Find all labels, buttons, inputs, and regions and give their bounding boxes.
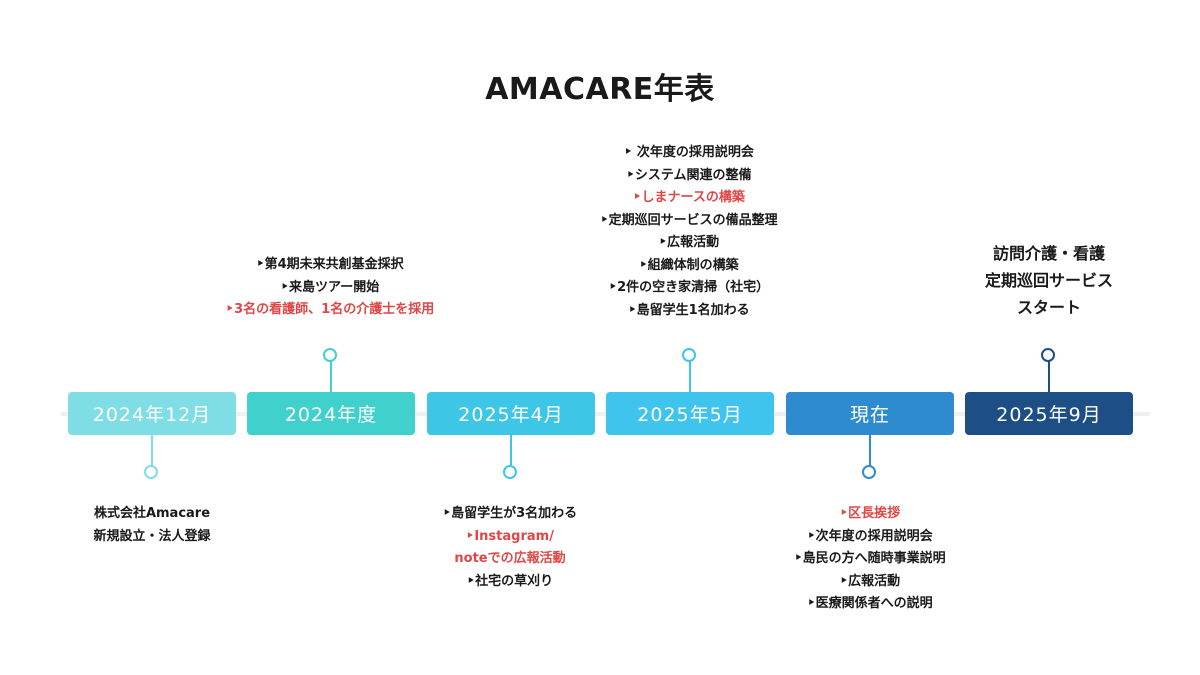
note-line: ‣第4期未来共創基金採択 bbox=[256, 257, 404, 272]
note-2025-09: 訪問介護・看護 定期巡回サービス スタート bbox=[909, 240, 1189, 321]
connector-2025-05 bbox=[689, 361, 691, 392]
note-line: ‣来島ツアー開始 bbox=[280, 279, 380, 295]
period-2025-04: 2025年4月 bbox=[427, 392, 595, 435]
note-2024-12: 株式会社Amacare 新規設立・法人登録 bbox=[12, 503, 292, 548]
note-line: スタート bbox=[1016, 298, 1081, 317]
note-line: ‣システム関連の整備 bbox=[626, 167, 752, 183]
note-line: 株式会社Amacare bbox=[93, 506, 211, 521]
note-line: ‣ 次年度の採用説明会 bbox=[624, 145, 754, 160]
marker-2025-09 bbox=[1041, 348, 1055, 362]
note-line: ‣島留学生1名加わる bbox=[628, 302, 750, 318]
connector-2024-12 bbox=[151, 435, 153, 466]
note-line: ‣組織体制の構築 bbox=[639, 257, 739, 273]
note-now: ‣区長挨拶 ‣次年度の採用説明会 ‣島民の方へ随時事業説明 ‣広報活動 ‣医療関… bbox=[730, 503, 1010, 616]
period-now: 現在 bbox=[786, 392, 954, 435]
note-line: ‣広報活動 bbox=[658, 235, 720, 250]
note-line: ‣社宅の草刈り bbox=[466, 573, 554, 589]
note-2025-05: ‣ 次年度の採用説明会 ‣システム関連の整備 ‣しまナースの構築 ‣定期巡回サー… bbox=[549, 142, 829, 322]
note-line: ‣次年度の採用説明会 bbox=[807, 528, 933, 544]
connector-2025-09 bbox=[1048, 361, 1050, 392]
timeline-axis bbox=[60, 412, 1150, 416]
marker-2024-12 bbox=[144, 465, 158, 479]
note-line: 訪問介護・看護 bbox=[992, 244, 1105, 263]
period-2025-09: 2025年9月 bbox=[965, 392, 1133, 435]
note-line: ‣島留学生が3名加わる bbox=[442, 506, 578, 521]
note-line-highlight: ‣3名の看護師、1名の介護士を採用 bbox=[225, 302, 435, 317]
connector-2024-fiscal bbox=[330, 361, 332, 392]
note-line: 新規設立・法人登録 bbox=[93, 528, 211, 544]
period-2025-05: 2025年5月 bbox=[606, 392, 774, 435]
note-line-highlight: noteでの広報活動 bbox=[454, 551, 566, 566]
period-2024-fiscal: 2024年度 bbox=[247, 392, 415, 435]
period-2024-12: 2024年12月 bbox=[68, 392, 236, 435]
note-line: ‣島民の方へ随時事業説明 bbox=[794, 551, 946, 566]
note-line: ‣定期巡回サービスの備品整理 bbox=[600, 212, 778, 228]
marker-now bbox=[862, 465, 876, 479]
note-line-highlight: ‣しまナースの構築 bbox=[633, 190, 745, 205]
connector-2025-04 bbox=[510, 435, 512, 466]
note-line-highlight: ‣Instagram/ bbox=[466, 528, 554, 544]
note-2025-04: ‣島留学生が3名加わる ‣Instagram/ noteでの広報活動 ‣社宅の草… bbox=[370, 503, 650, 593]
note-line-highlight: ‣区長挨拶 bbox=[839, 506, 901, 521]
timeline-title: AMACARE年表 bbox=[485, 72, 715, 107]
note-2024-fiscal: ‣第4期未来共創基金採択 ‣来島ツアー開始 ‣3名の看護師、1名の介護士を採用 bbox=[190, 254, 470, 322]
connector-now bbox=[869, 435, 871, 466]
marker-2024-fiscal bbox=[323, 348, 337, 362]
note-line: 定期巡回サービス bbox=[984, 271, 1113, 290]
note-line: ‣広報活動 bbox=[839, 573, 901, 589]
marker-2025-05 bbox=[682, 348, 696, 362]
marker-2025-04 bbox=[503, 465, 517, 479]
note-line: ‣医療関係者への説明 bbox=[807, 596, 933, 611]
note-line: ‣2件の空き家清掃（社宅） bbox=[608, 280, 770, 295]
